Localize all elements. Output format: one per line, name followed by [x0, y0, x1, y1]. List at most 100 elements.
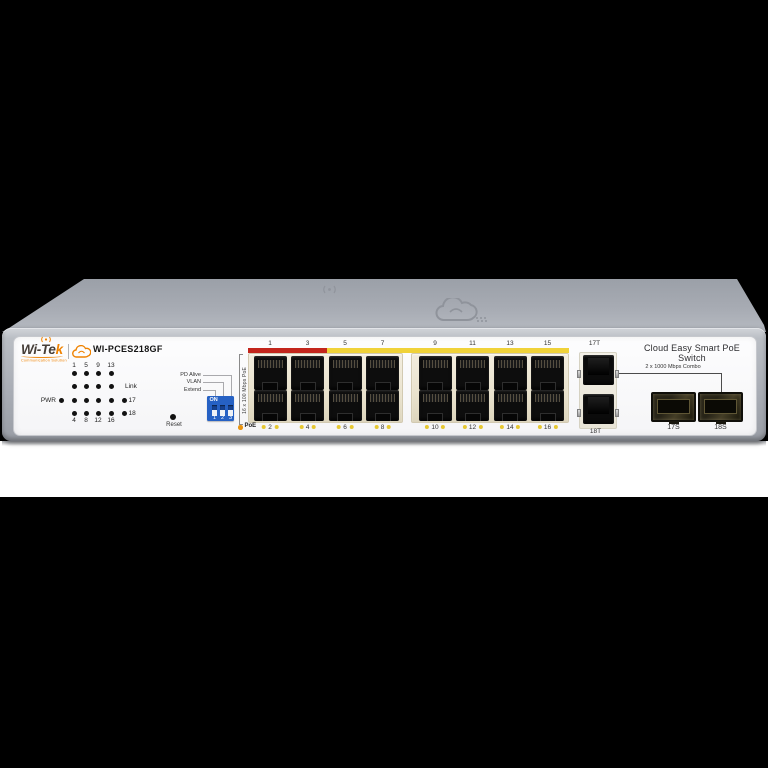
combo-connector-line [619, 372, 722, 374]
combo-connector-line [721, 372, 722, 393]
dip-number: 3 [228, 415, 233, 421]
led-port [95, 370, 101, 376]
port-number: 5 [343, 339, 347, 347]
link-label: Link [125, 383, 137, 390]
port-label: 2 [261, 423, 279, 431]
port17-led-label: 17 [128, 396, 136, 404]
dip-number: 1 [212, 415, 217, 421]
dip-on-label: ON [209, 397, 218, 403]
port-number: 2 [268, 423, 272, 431]
led-port [83, 384, 89, 389]
dip-knob [212, 410, 217, 416]
antenna-icon [41, 336, 51, 343]
product-title: Cloud Easy Smart PoE Switch [643, 343, 741, 363]
port-label: 6 [336, 423, 354, 431]
led-col-footer: 4 [72, 416, 76, 424]
led-col-footer: 16 [107, 416, 115, 424]
led-port-18 [122, 410, 127, 416]
port-number: 1 [268, 339, 272, 347]
led-col-footer: 8 [84, 416, 88, 424]
led-port [71, 410, 77, 416]
antenna-icon [323, 285, 336, 294]
port-number: 4 [305, 423, 310, 431]
port-dot [478, 425, 483, 429]
rj45-port-14 [493, 390, 527, 421]
dip-switch-1 [212, 404, 217, 416]
dip-knob [228, 410, 233, 416]
led-col-header: 1 [72, 361, 76, 369]
led-port [71, 384, 77, 389]
port-dot [537, 425, 542, 429]
rj45-port-15 [531, 355, 564, 390]
port-dot [516, 425, 521, 429]
port-group-red-bar [248, 348, 327, 353]
port-label: 16 [537, 423, 558, 431]
sfp-18s-label: 18S [714, 424, 727, 431]
cloud-logo-icon [435, 298, 488, 322]
rj45-port-9 [418, 355, 452, 390]
floor-surface [0, 441, 768, 497]
metal-tab [576, 409, 581, 417]
port-label: 8 [374, 424, 391, 431]
port-dot [441, 425, 446, 429]
poe-label: PoE [244, 423, 257, 429]
dip-connector-line [203, 374, 232, 396]
metal-tab [614, 409, 619, 417]
top-brand-tagline: Communication Solution [285, 598, 405, 605]
led-port [108, 384, 114, 389]
led-port [95, 410, 101, 416]
rj45-port-18t [582, 394, 614, 424]
dip-connector-line [203, 389, 216, 396]
port-dot [349, 425, 354, 429]
chassis-front: Wi-Tek Communication Solution WI-PCES218… [0, 328, 768, 441]
led-port-17 [122, 397, 127, 403]
rj45-port-17t [582, 354, 614, 385]
sfp-17s-label: 17S [667, 424, 680, 431]
sfp-port-18s [698, 392, 743, 422]
led-port [95, 384, 101, 389]
port-dot [299, 425, 304, 429]
rj45-port-12 [456, 390, 489, 421]
port-label: 10 [424, 423, 446, 431]
port-dot [261, 425, 266, 429]
top-logo-divider [411, 572, 425, 600]
contact-shadow [2, 441, 766, 446]
brand-accent: k [55, 342, 64, 357]
rj45-port-7 [366, 355, 399, 390]
brand-swoosh [21, 354, 63, 358]
port-number: 16 [543, 423, 552, 431]
dip-knob [220, 410, 225, 416]
led-col-header: 13 [107, 361, 115, 369]
led-col-header: 5 [84, 361, 88, 369]
led-port [108, 370, 114, 376]
led-port [83, 370, 89, 376]
port-number: 10 [431, 423, 439, 431]
dip-label-extend: Extend [183, 386, 201, 393]
port-number: 14 [506, 423, 514, 431]
pwr-led [59, 397, 64, 403]
dip-switch-2 [220, 404, 225, 416]
model-number: WI-PCES218GF [93, 343, 163, 354]
rj45-port-2 [253, 390, 287, 421]
dip-label-pd-alive: PD Alive [180, 371, 201, 378]
port-number: 7 [380, 339, 385, 347]
port-number: 8 [380, 423, 385, 431]
port-dot [386, 425, 391, 429]
rj45-port-11 [456, 355, 489, 390]
led-port [95, 397, 101, 403]
port-number: 6 [343, 423, 347, 431]
uplink-17t-label: 17T [588, 340, 601, 347]
port-label: 4 [299, 424, 316, 431]
port-label: 12 [462, 424, 483, 431]
port-group-yellow-bar [327, 348, 569, 353]
port-number: 15 [543, 339, 552, 347]
port-dot [374, 425, 379, 429]
dip-number: 2 [220, 415, 225, 421]
rj45-port-4 [291, 390, 324, 421]
poe-ports-bracket [239, 354, 243, 425]
led-port [71, 397, 77, 403]
led-port [83, 410, 89, 416]
port-dot [311, 425, 316, 429]
rj45-port-3 [291, 355, 324, 390]
